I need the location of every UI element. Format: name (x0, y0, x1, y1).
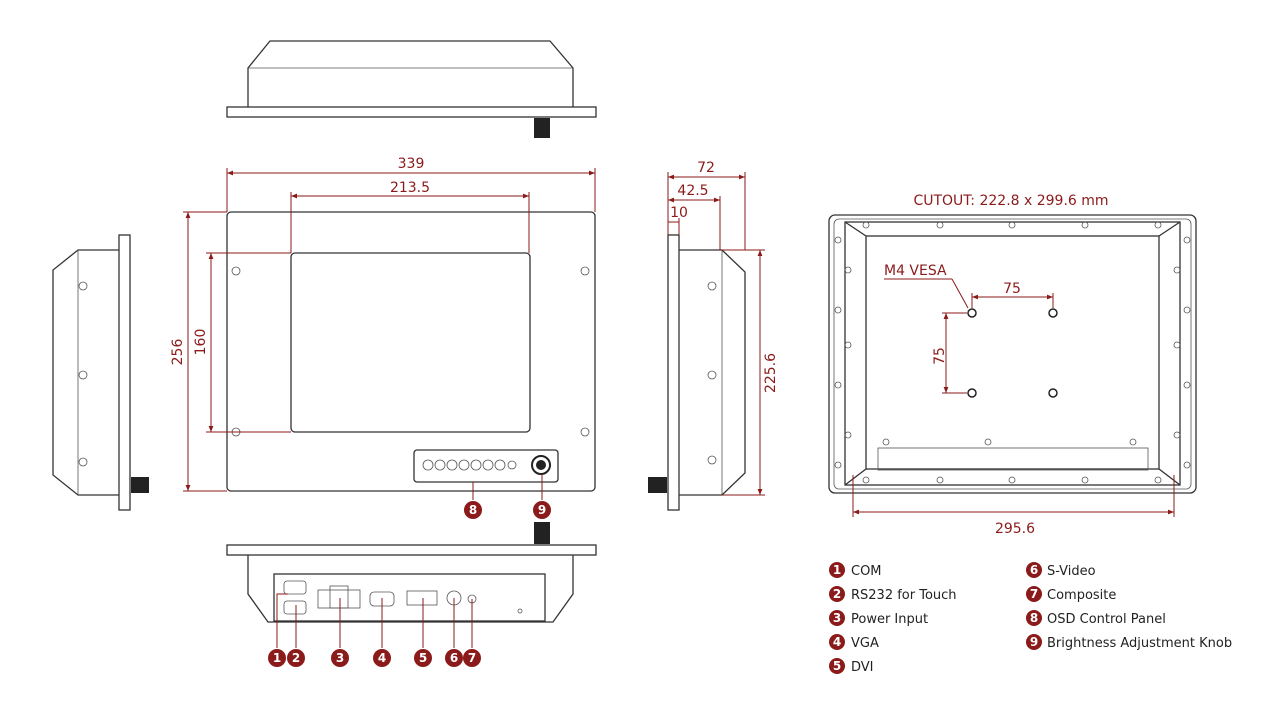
legend-item: 7 Composite (1026, 586, 1116, 603)
marker-8: 8 (464, 501, 482, 519)
dim-depth-body: 42.5 (677, 183, 708, 199)
svg-text:7: 7 (1030, 587, 1038, 601)
svg-text:4: 4 (378, 651, 386, 665)
legend-item: 3 Power Input (829, 610, 928, 627)
dim-front-height: 256 (170, 339, 186, 366)
dim-screen-width: 213.5 (390, 180, 430, 196)
svg-text:1: 1 (833, 563, 841, 577)
svg-text:8: 8 (1030, 611, 1038, 625)
osd-control-panel (413, 449, 559, 483)
legend-item: 8 OSD Control Panel (1026, 610, 1166, 627)
knob-icon (534, 522, 550, 544)
marker-5: 5 (414, 649, 432, 667)
svg-text:VGA: VGA (851, 636, 879, 651)
front-view: 339 213.5 256 160 8 9 (170, 156, 596, 544)
svg-text:COM: COM (851, 564, 882, 579)
svg-text:6: 6 (1030, 563, 1038, 577)
svg-text:1: 1 (273, 651, 281, 665)
dim-rear-width: 295.6 (995, 521, 1035, 537)
svg-text:RS232 for Touch: RS232 for Touch (851, 588, 957, 603)
marker-2: 2 (287, 649, 305, 667)
knob-icon (648, 477, 667, 493)
right-side-view: 72 42.5 10 225.6 (648, 160, 779, 511)
svg-text:5: 5 (419, 651, 427, 665)
dim-front-width: 339 (398, 156, 425, 172)
dim-side-height: 225.6 (763, 353, 779, 393)
dim-vesa-vertical: 75 (932, 347, 948, 365)
svg-text:Brightness Adjustment Knob: Brightness Adjustment Knob (1047, 636, 1232, 651)
marker-3: 3 (331, 649, 349, 667)
knob-icon (131, 477, 149, 493)
svg-text:2: 2 (292, 651, 300, 665)
dim-depth-total: 72 (697, 160, 715, 176)
svg-text:OSD Control Panel: OSD Control Panel (1047, 612, 1166, 627)
rear-view: CUTOUT: 222.8 x 299.6 mm M4 VESA 75 75 2… (828, 193, 1197, 537)
top-view (226, 40, 597, 138)
marker-6: 6 (445, 649, 463, 667)
marker-7: 7 (463, 649, 481, 667)
dim-screen-height: 160 (193, 329, 209, 356)
svg-text:3: 3 (833, 611, 841, 625)
legend-item: 9 Brightness Adjustment Knob (1026, 634, 1232, 651)
dim-vesa-horizontal: 75 (1003, 281, 1021, 297)
legend-item: 6 S-Video (1026, 562, 1096, 579)
svg-text:Power Input: Power Input (851, 612, 928, 627)
knob-icon (534, 118, 550, 138)
legend-item: 5 DVI (829, 658, 874, 675)
left-side-view (52, 234, 149, 511)
legend-item: 2 RS232 for Touch (829, 586, 957, 603)
svg-text:5: 5 (833, 659, 841, 673)
legend-item: 1 COM (829, 562, 882, 579)
dim-depth-flange: 10 (670, 205, 688, 221)
svg-text:2: 2 (833, 587, 841, 601)
marker-4: 4 (373, 649, 391, 667)
svg-text:9: 9 (1030, 635, 1038, 649)
legend-item: 4 VGA (829, 634, 879, 651)
svg-text:9: 9 (538, 503, 546, 517)
svg-text:8: 8 (469, 503, 477, 517)
bottom-view: 1 2 3 4 5 6 7 (226, 544, 597, 667)
svg-text:7: 7 (468, 651, 476, 665)
svg-text:4: 4 (833, 635, 841, 649)
cutout-label: CUTOUT: 222.8 x 299.6 mm (913, 193, 1108, 209)
marker-9: 9 (533, 501, 551, 519)
svg-text:Composite: Composite (1047, 588, 1116, 603)
svg-text:3: 3 (336, 651, 344, 665)
svg-text:DVI: DVI (851, 660, 874, 675)
vesa-label: M4 VESA (884, 263, 947, 279)
svg-text:6: 6 (450, 651, 458, 665)
svg-text:S-Video: S-Video (1047, 564, 1096, 579)
marker-1: 1 (268, 649, 286, 667)
